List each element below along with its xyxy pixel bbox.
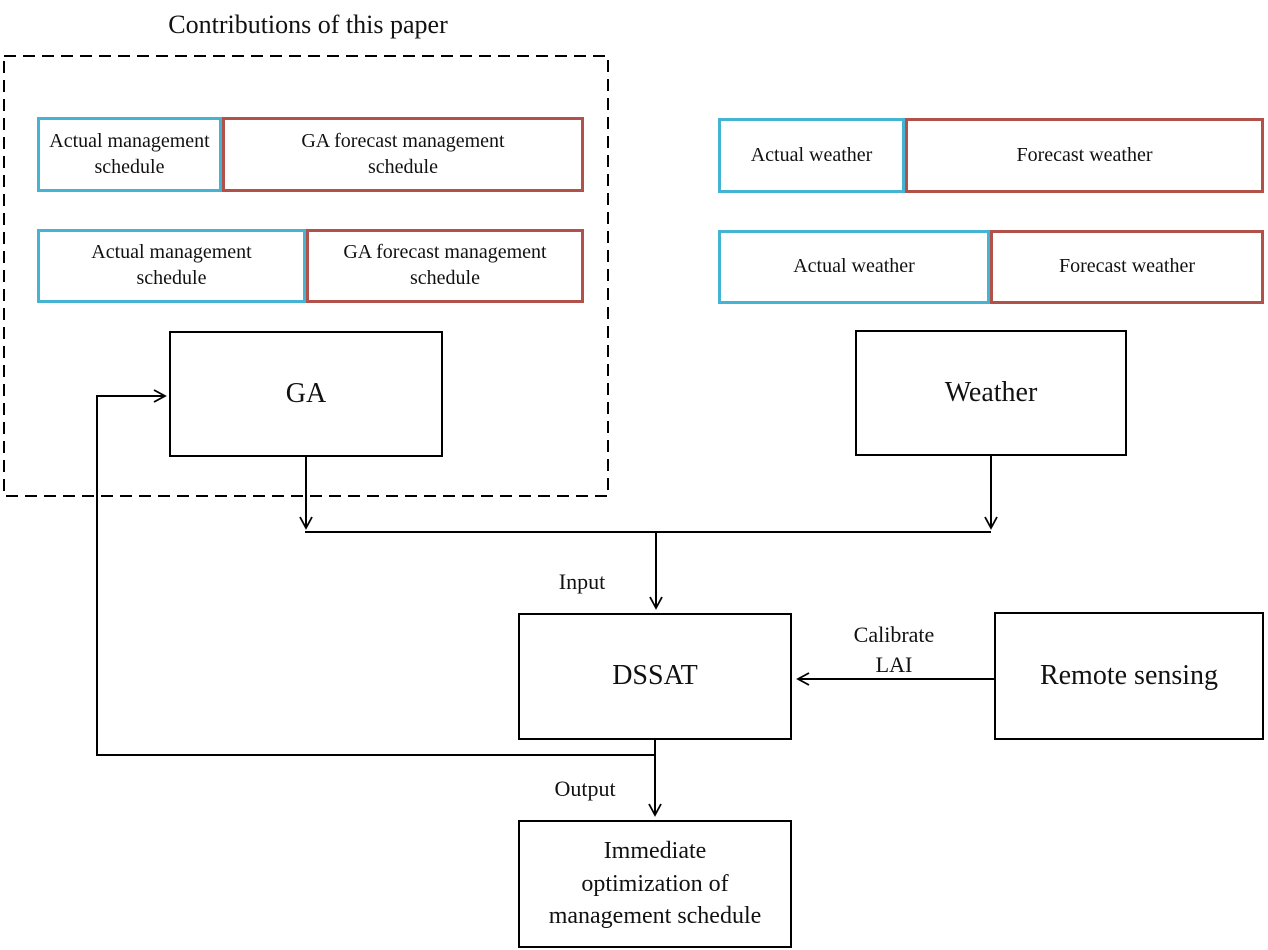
actual-weather-label: Actual weather: [750, 143, 873, 166]
weather-node: Weather: [855, 330, 1127, 456]
forecast-weather-label: Forecast weather: [1016, 143, 1153, 166]
actual-management-schedule-box-1: Actual management schedule: [37, 117, 222, 192]
ga-node: GA: [169, 331, 443, 457]
calibrate-lai-edge-label: Calibrate LAI: [832, 620, 956, 679]
ga-forecast-schedule-line: GA forecast management: [343, 241, 547, 264]
ga-forecast-schedule-line: schedule: [368, 155, 438, 178]
actual-weather-label: Actual weather: [793, 255, 915, 278]
ga-forecast-schedule-line: schedule: [410, 267, 480, 289]
remote-sensing-node-label: Remote sensing: [1039, 659, 1219, 691]
calibrate-lai-line: LAI: [875, 651, 913, 677]
weather-node-label: Weather: [944, 376, 1038, 408]
forecast-weather-box-2: Forecast weather: [990, 230, 1264, 304]
output-result-node: Immediate optimization of management sch…: [518, 820, 792, 948]
dssat-node: DSSAT: [518, 613, 792, 740]
ga-forecast-schedule-box-2: GA forecast management schedule: [306, 229, 584, 303]
input-edge-label: Input: [558, 569, 606, 594]
output-result-line: management schedule: [548, 903, 762, 930]
remote-sensing-node: Remote sensing: [994, 612, 1264, 740]
actual-management-schedule-line: Actual management: [49, 129, 210, 152]
output-result-line: Immediate: [603, 838, 707, 865]
actual-management-schedule-line: schedule: [136, 267, 207, 289]
forecast-weather-label: Forecast weather: [1058, 255, 1196, 278]
dssat-feedback-to-ga-arrow: [96, 389, 655, 756]
contributions-dashed-frame: [3, 55, 609, 497]
forecast-weather-box-1: Forecast weather: [905, 118, 1264, 193]
actual-management-schedule-line: Actual management: [91, 241, 252, 264]
ga-node-label: GA: [285, 377, 327, 409]
calibrate-lai-line: Calibrate: [853, 622, 935, 647]
figure-title: Contributions of this paper: [168, 10, 448, 39]
actual-management-schedule-box-2: Actual management schedule: [37, 229, 306, 303]
ga-forecast-schedule-line: GA forecast management: [301, 129, 505, 152]
output-edge-label: Output: [554, 776, 616, 801]
output-result-line: optimization of: [581, 870, 729, 897]
actual-weather-box-1: Actual weather: [718, 118, 905, 193]
actual-weather-box-2: Actual weather: [718, 230, 990, 304]
dssat-node-label: DSSAT: [612, 660, 698, 692]
ga-forecast-schedule-box-1: GA forecast management schedule: [222, 117, 584, 192]
actual-management-schedule-line: schedule: [94, 155, 165, 178]
